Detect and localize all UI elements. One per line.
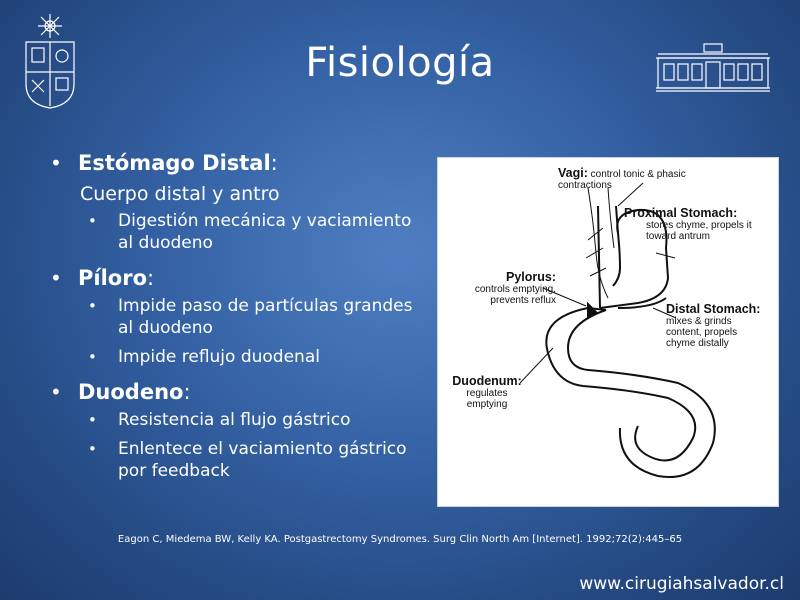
- sub-bullet: Enlentece el vaciamiento gástrico por fe…: [50, 438, 430, 482]
- sub-bullet: Digestión mecánica y vaciamiento al duod…: [50, 210, 430, 254]
- building-logo: [656, 43, 770, 92]
- label-distal-title: Distal Stomach:: [666, 302, 761, 316]
- bullet-piloro: Píloro:: [50, 263, 430, 293]
- sub-bullet: Impide reflujo duodenal: [50, 346, 430, 368]
- bullet-colon: :: [147, 266, 155, 290]
- citation: Eagon C, Miedema BW, Kelly KA. Postgastr…: [117, 534, 683, 545]
- bullet-colon: :: [270, 151, 278, 175]
- bullet-subtitle: Cuerpo distal y antro: [80, 183, 280, 205]
- label-proximal-title: Proximal Stomach:: [624, 206, 738, 220]
- bullet-head: Píloro: [78, 266, 147, 290]
- label-pylorus: Pylorus: controls emptying, prevents ref…: [446, 270, 556, 306]
- bullet-head: Duodeno: [78, 380, 184, 404]
- sub-bullet: Resistencia al flujo gástrico: [50, 409, 430, 431]
- university-crest-logo: [25, 14, 75, 109]
- sub-bullet: Impide paso de partículas grandes al duo…: [50, 295, 430, 339]
- label-duodenum-title: Duodenum:: [452, 374, 522, 388]
- label-proximal-stomach: Proximal Stomach: stores chyme, propels …: [624, 206, 774, 242]
- website-link: www.cirugiahsalvador.cl: [579, 574, 784, 594]
- stomach-drawing: [519, 182, 716, 478]
- bullet-colon: :: [183, 380, 191, 404]
- label-vagi-text: control tonic & phasic contractions: [558, 169, 686, 191]
- bullet-list: Estómago Distal: Cuerpo distal y antro D…: [50, 148, 430, 489]
- label-pylorus-text: controls emptying, prevents reflux: [474, 284, 556, 306]
- label-duodenum: Duodenum: regulates emptying: [442, 374, 532, 410]
- label-pylorus-title: Pylorus:: [505, 270, 556, 284]
- label-duodenum-text: regulates emptying: [466, 388, 508, 410]
- label-proximal-text: stores chyme, propels it toward antrum: [646, 220, 752, 242]
- bullet-estomago-distal: Estómago Distal:: [50, 148, 430, 178]
- bullet-head: Estómago Distal: [78, 151, 271, 175]
- label-distal-text: mixes & grinds content, propels chyme di…: [666, 316, 738, 349]
- label-vagi: Vagi: control tonic & phasic contraction…: [558, 166, 728, 191]
- label-vagi-title: Vagi:: [558, 166, 588, 180]
- stomach-diagram: Vagi: control tonic & phasic contraction…: [437, 157, 779, 507]
- bullet-duodeno: Duodeno:: [50, 377, 430, 407]
- label-distal-stomach: Distal Stomach: mixes & grinds content, …: [666, 302, 776, 349]
- slide-title: Fisiología: [305, 40, 495, 86]
